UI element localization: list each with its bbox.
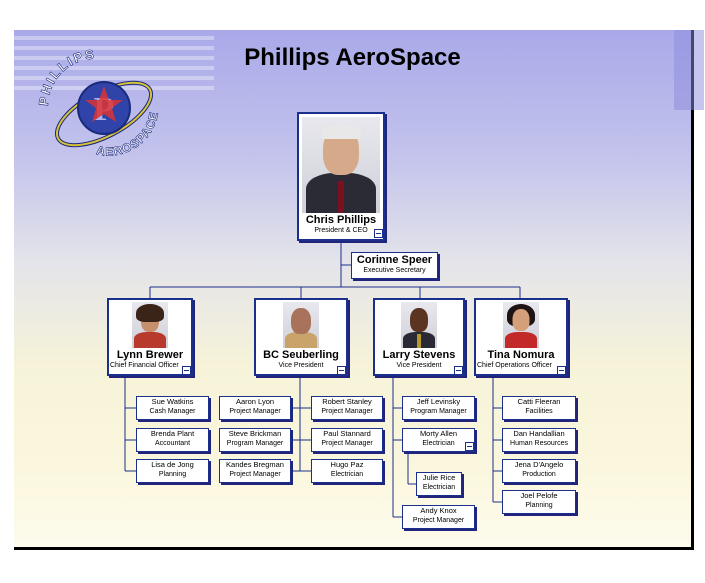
staff-card[interactable]: Jena D'Angelo Production — [502, 459, 576, 483]
staff-title: Planning — [158, 470, 187, 478]
manager-name: Lynn Brewer — [116, 349, 184, 361]
staff-name: Steve Brickman — [228, 429, 282, 438]
staff-card[interactable]: Sue Watkins Cash Manager — [136, 396, 209, 420]
manager-title: Chief Financial Officer — [110, 361, 179, 369]
staff-card[interactable]: Hugo Paz Electrician — [311, 459, 383, 483]
staff-card[interactable]: Aaron Lyon Project Manager — [219, 396, 291, 420]
staff-card[interactable]: Brenda Plant Accountant — [136, 428, 209, 452]
manager-card-lynn[interactable]: Lynn Brewer Chief Financial Officer — [107, 298, 193, 376]
manager-title: Chief Operations Officer — [477, 361, 552, 369]
staff-card[interactable]: Morty Allen Electrician — [402, 428, 475, 452]
staff-name: Lisa de Jong — [151, 460, 194, 469]
staff-card[interactable]: Lisa de Jong Planning — [136, 459, 209, 483]
manager-photo — [132, 302, 168, 348]
manager-photo — [401, 302, 437, 348]
staff-title: Human Resources — [510, 439, 568, 447]
collapse-icon[interactable] — [182, 366, 191, 375]
staff-card[interactable]: Kandes Bregman Project Manager — [219, 459, 291, 483]
staff-name: Robert Stanley — [322, 397, 372, 406]
staff-title: Electrician — [422, 483, 456, 491]
staff-card[interactable]: Jeff Levinsky Program Manager — [402, 396, 475, 420]
phillips-aerospace-logo: P PHILLIPS AEROSPACE — [35, 46, 160, 159]
staff-title: Project Manager — [321, 407, 373, 415]
collapse-icon[interactable] — [374, 229, 383, 238]
ceo-name: Chris Phillips — [305, 214, 377, 226]
manager-card-bc[interactable]: BC Seuberling Vice President — [254, 298, 348, 376]
manager-name: Larry Stevens — [382, 349, 456, 361]
staff-name: Catti Fleeran — [517, 397, 561, 406]
staff-title: Project Manager — [321, 439, 373, 447]
assistant-name: Corinne Speer — [356, 254, 433, 266]
manager-card-tina[interactable]: Tina Nomura Chief Operations Officer — [474, 298, 568, 376]
manager-card-larry[interactable]: Larry Stevens Vice President — [373, 298, 465, 376]
staff-name: Morty Allen — [419, 429, 458, 438]
staff-title: Electrician — [422, 439, 455, 447]
assistant-title: Executive Secretary — [363, 266, 426, 274]
staff-card[interactable]: Joel Pelofe Planning — [502, 490, 576, 514]
manager-title: Vice President — [396, 361, 442, 369]
staff-card[interactable]: Catti Fleeran Facilities — [502, 396, 576, 420]
staff-card[interactable]: Paul Stannard Project Manager — [311, 428, 383, 452]
manager-name: BC Seuberling — [263, 349, 339, 361]
staff-name: Dan Handallian — [513, 429, 565, 438]
manager-photo — [503, 302, 539, 348]
staff-title: Program Manager — [410, 407, 467, 415]
staff-title: Production — [522, 470, 556, 478]
manager-title: Vice President — [278, 361, 324, 369]
assistant-card[interactable]: Corinne Speer Executive Secretary — [351, 252, 438, 279]
collapse-icon[interactable] — [557, 366, 566, 375]
staff-name: Andy Knox — [420, 506, 457, 515]
staff-title: Electrician — [330, 470, 364, 478]
staff-name: Sue Watkins — [151, 397, 194, 406]
page-title: Phillips AeroSpace — [244, 44, 461, 71]
staff-name: Jena D'Angelo — [514, 460, 564, 469]
collapse-icon[interactable] — [465, 442, 474, 451]
staff-name: Brenda Plant — [150, 429, 195, 438]
collapse-icon[interactable] — [337, 366, 346, 375]
staff-name: Kandes Bregman — [226, 460, 284, 469]
ceo-photo — [302, 117, 380, 213]
ceo-card[interactable]: Chris Phillips President & CEO — [297, 112, 385, 241]
staff-card[interactable]: Julie Rice Electrician — [416, 472, 462, 496]
staff-card[interactable]: Andy Knox Project Manager — [402, 505, 475, 529]
collapse-icon[interactable] — [454, 366, 463, 375]
staff-card[interactable]: Robert Stanley Project Manager — [311, 396, 383, 420]
ceo-title: President & CEO — [314, 226, 368, 234]
staff-title: Facilities — [525, 407, 553, 415]
staff-title: Project Manager — [229, 470, 281, 478]
staff-card[interactable]: Dan Handallian Human Resources — [502, 428, 576, 452]
manager-photo — [283, 302, 319, 348]
staff-title: Accountant — [154, 439, 191, 447]
staff-name: Joel Pelofe — [520, 491, 558, 500]
staff-name: Julie Rice — [422, 473, 456, 482]
staff-title: Planning — [525, 501, 553, 509]
staff-name: Aaron Lyon — [235, 397, 275, 406]
staff-card[interactable]: Steve Brickman Program Manager — [219, 428, 291, 452]
staff-name: Paul Stannard — [323, 429, 371, 438]
staff-name: Jeff Levinsky — [416, 397, 461, 406]
staff-title: Project Manager — [412, 516, 465, 524]
staff-title: Program Manager — [226, 439, 284, 447]
manager-name: Tina Nomura — [487, 349, 555, 361]
staff-name: Hugo Paz — [330, 460, 364, 469]
staff-title: Cash Manager — [149, 407, 196, 415]
staff-title: Project Manager — [229, 407, 281, 415]
